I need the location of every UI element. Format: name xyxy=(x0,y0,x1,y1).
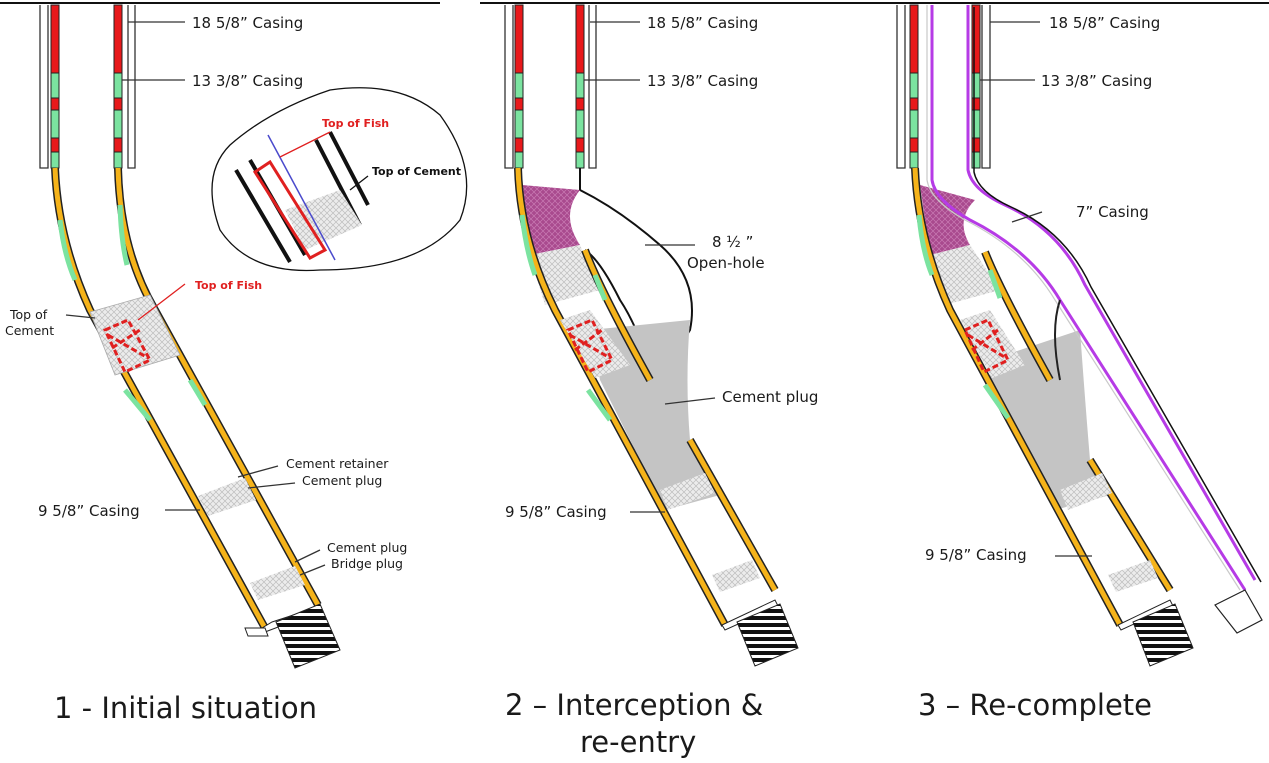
label-bridge-plug: Bridge plug xyxy=(331,556,403,571)
label-top-of-fish: Top of Fish xyxy=(195,279,262,292)
label-cement-plug-2: Cement plug xyxy=(327,540,407,555)
cement-plug-gray-3 xyxy=(990,330,1110,510)
label-open-hole-2: Open-hole xyxy=(687,254,765,272)
label-casing-18-2: 18 5/8” Casing xyxy=(647,14,758,32)
label-cement-plug-1: Cement plug xyxy=(302,473,382,488)
casing-column-left xyxy=(50,4,60,169)
label-casing-9-2: 9 5/8” Casing xyxy=(505,503,607,521)
label-top-of-cement-1: Top of xyxy=(9,307,48,322)
label-open-hole-1: 8 ½ ” xyxy=(712,233,753,251)
label-top-of-cement-2: Cement xyxy=(5,323,54,338)
label-casing-18: 18 5/8” Casing xyxy=(192,14,303,32)
casing-column-right-2 xyxy=(575,4,585,169)
label-casing-13-2: 13 3/8” Casing xyxy=(647,72,758,90)
casing-column-right xyxy=(113,4,123,169)
panel-3-title: 3 – Re-complete xyxy=(918,688,1152,722)
label-casing-9-3: 9 5/8” Casing xyxy=(925,546,1027,564)
fish-marker-2 xyxy=(565,318,615,375)
casing-column-left-2 xyxy=(514,4,524,169)
fish-marker-3 xyxy=(963,318,1011,375)
lower-cement-plug xyxy=(250,566,305,600)
panel-2-title-line-2: re-entry xyxy=(580,725,696,759)
casing-shoe xyxy=(244,603,341,669)
casing-column-left-3 xyxy=(909,4,919,169)
cement-retainer-plug xyxy=(198,478,256,516)
casing-7-liner xyxy=(930,5,1247,591)
panel-re-complete: 18 5/8” Casing 13 3/8” Casing 7” Casing … xyxy=(896,4,1263,722)
casing-shoe-3 xyxy=(1117,599,1194,667)
fish-marker xyxy=(102,318,153,375)
cement-purple xyxy=(522,185,580,255)
detail-inset: Top of Fish Top of Cement xyxy=(211,87,468,272)
label-casing-13-3: 13 3/8” Casing xyxy=(1041,72,1152,90)
inset-top-of-fish-label: Top of Fish xyxy=(322,117,389,130)
label-cement-plug-2b: Cement plug xyxy=(722,388,818,406)
panel-interception-reentry: 18 5/8” Casing 13 3/8” Casing 8 ½ ” Open… xyxy=(504,4,818,759)
panel-1-title: 1 - Initial situation xyxy=(54,691,317,725)
label-casing-9: 9 5/8” Casing xyxy=(38,502,140,520)
panel-initial-situation: Top of Fish Top of Cement 18 5/8” Casing… xyxy=(5,4,468,725)
conductor-outline xyxy=(39,5,136,169)
label-cement-retainer: Cement retainer xyxy=(286,456,389,471)
casing-column-right-3 xyxy=(971,4,981,169)
label-casing-18-3: 18 5/8” Casing xyxy=(1049,14,1160,32)
inset-top-of-cement-label: Top of Cement xyxy=(372,165,461,178)
panel-2-title-line-1: 2 – Interception & xyxy=(505,688,763,722)
casing-shoe-2 xyxy=(721,599,799,667)
label-casing-13: 13 3/8” Casing xyxy=(192,72,303,90)
label-casing-7: 7” Casing xyxy=(1076,203,1149,221)
